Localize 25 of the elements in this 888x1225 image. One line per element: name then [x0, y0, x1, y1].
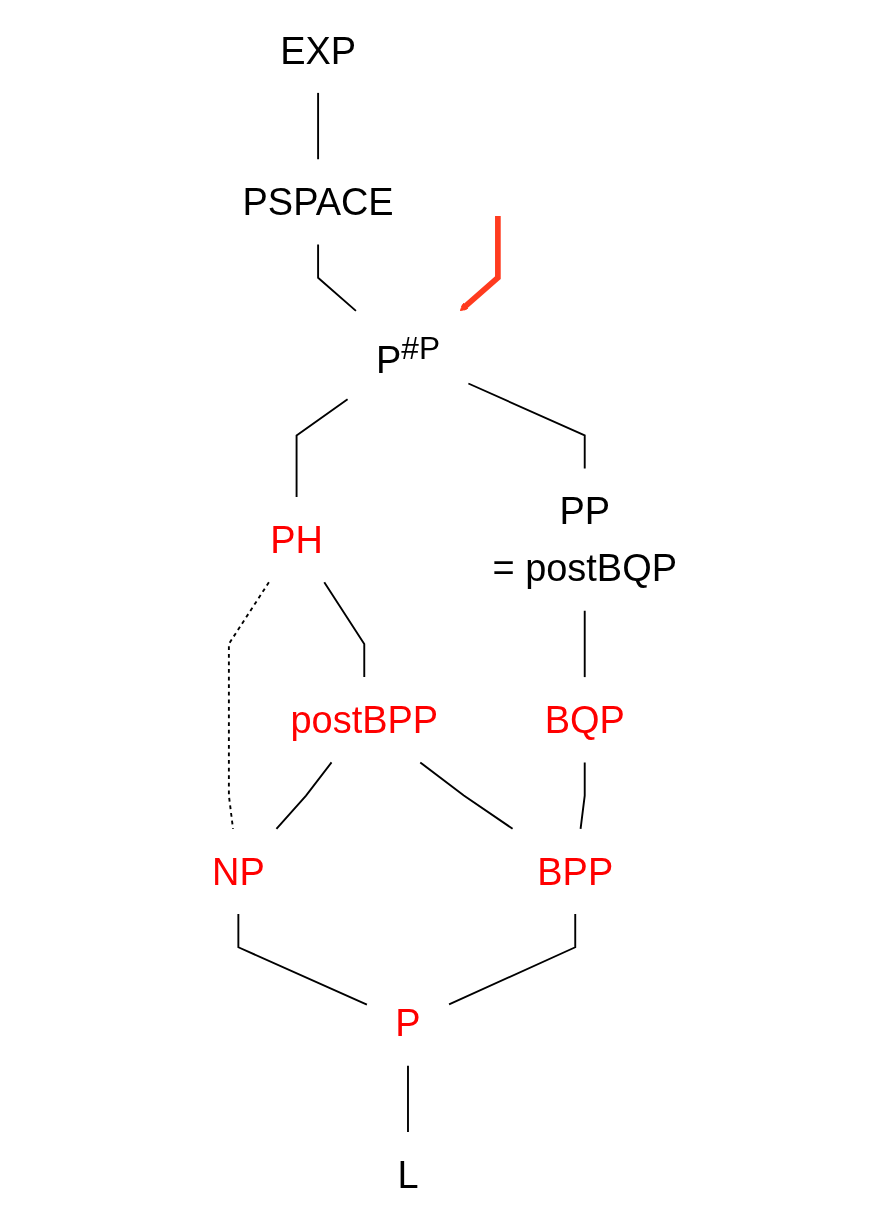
node-text: P: [394, 1002, 421, 1044]
connector: [295, 398, 349, 498]
node-text: PSPACE: [242, 181, 394, 223]
connector: [418, 761, 514, 830]
node-text: BPP: [536, 850, 613, 893]
node-text: PH: [269, 518, 323, 561]
connector: [275, 761, 332, 830]
connector: [227, 581, 270, 830]
node-text: postBPP: [290, 698, 438, 741]
node-text: L: [396, 1153, 419, 1196]
node-text: P$^{#P}$: [375, 330, 440, 381]
connector: [406, 1064, 409, 1134]
node-text: NP: [211, 850, 265, 893]
node-text: EXP: [279, 29, 356, 72]
arrow: [459, 216, 501, 312]
connector: [322, 581, 365, 679]
connector: [236, 913, 368, 1006]
connector: [316, 91, 319, 161]
node-text: BQP: [544, 698, 625, 741]
connector: [447, 913, 576, 1006]
node-text: PP = postBQP: [492, 490, 677, 589]
connector: [316, 243, 357, 312]
connector: [583, 609, 586, 679]
connector: [579, 761, 586, 830]
connector: [466, 382, 586, 470]
